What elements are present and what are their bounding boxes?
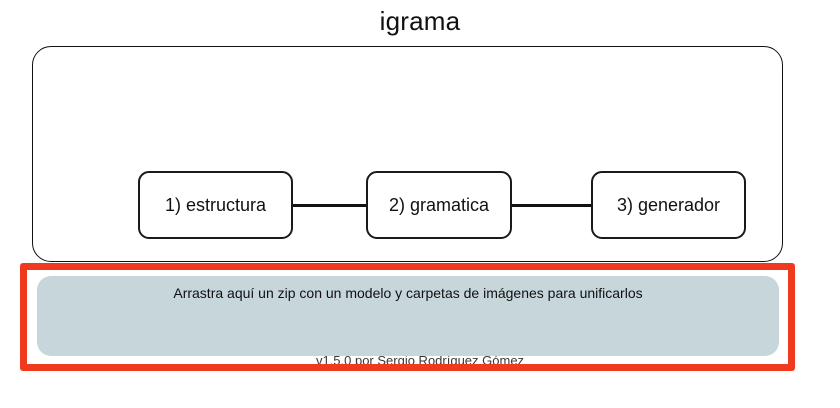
flow-node-gramatica[interactable]: 2) gramatica — [366, 171, 512, 239]
flow-node-label: 3) generador — [616, 195, 721, 215]
file-dropzone[interactable]: Arrastra aquí un zip con un modelo y car… — [37, 276, 779, 356]
flow-node-label: 1) estructura — [164, 195, 267, 215]
diagram-panel: 1) estructura 2) gramatica 3) generador — [32, 46, 783, 262]
flow-node-generador[interactable]: 3) generador — [591, 171, 746, 239]
flow-node-estructura[interactable]: 1) estructura — [138, 171, 293, 239]
page-title: igrama — [379, 6, 461, 36]
dropzone-label: Arrastra aquí un zip con un modelo y car… — [173, 285, 643, 301]
connector-gramatica-generador — [511, 204, 593, 207]
connector-estructura-gramatica — [292, 204, 368, 207]
flow-node-label: 2) gramatica — [388, 195, 490, 215]
